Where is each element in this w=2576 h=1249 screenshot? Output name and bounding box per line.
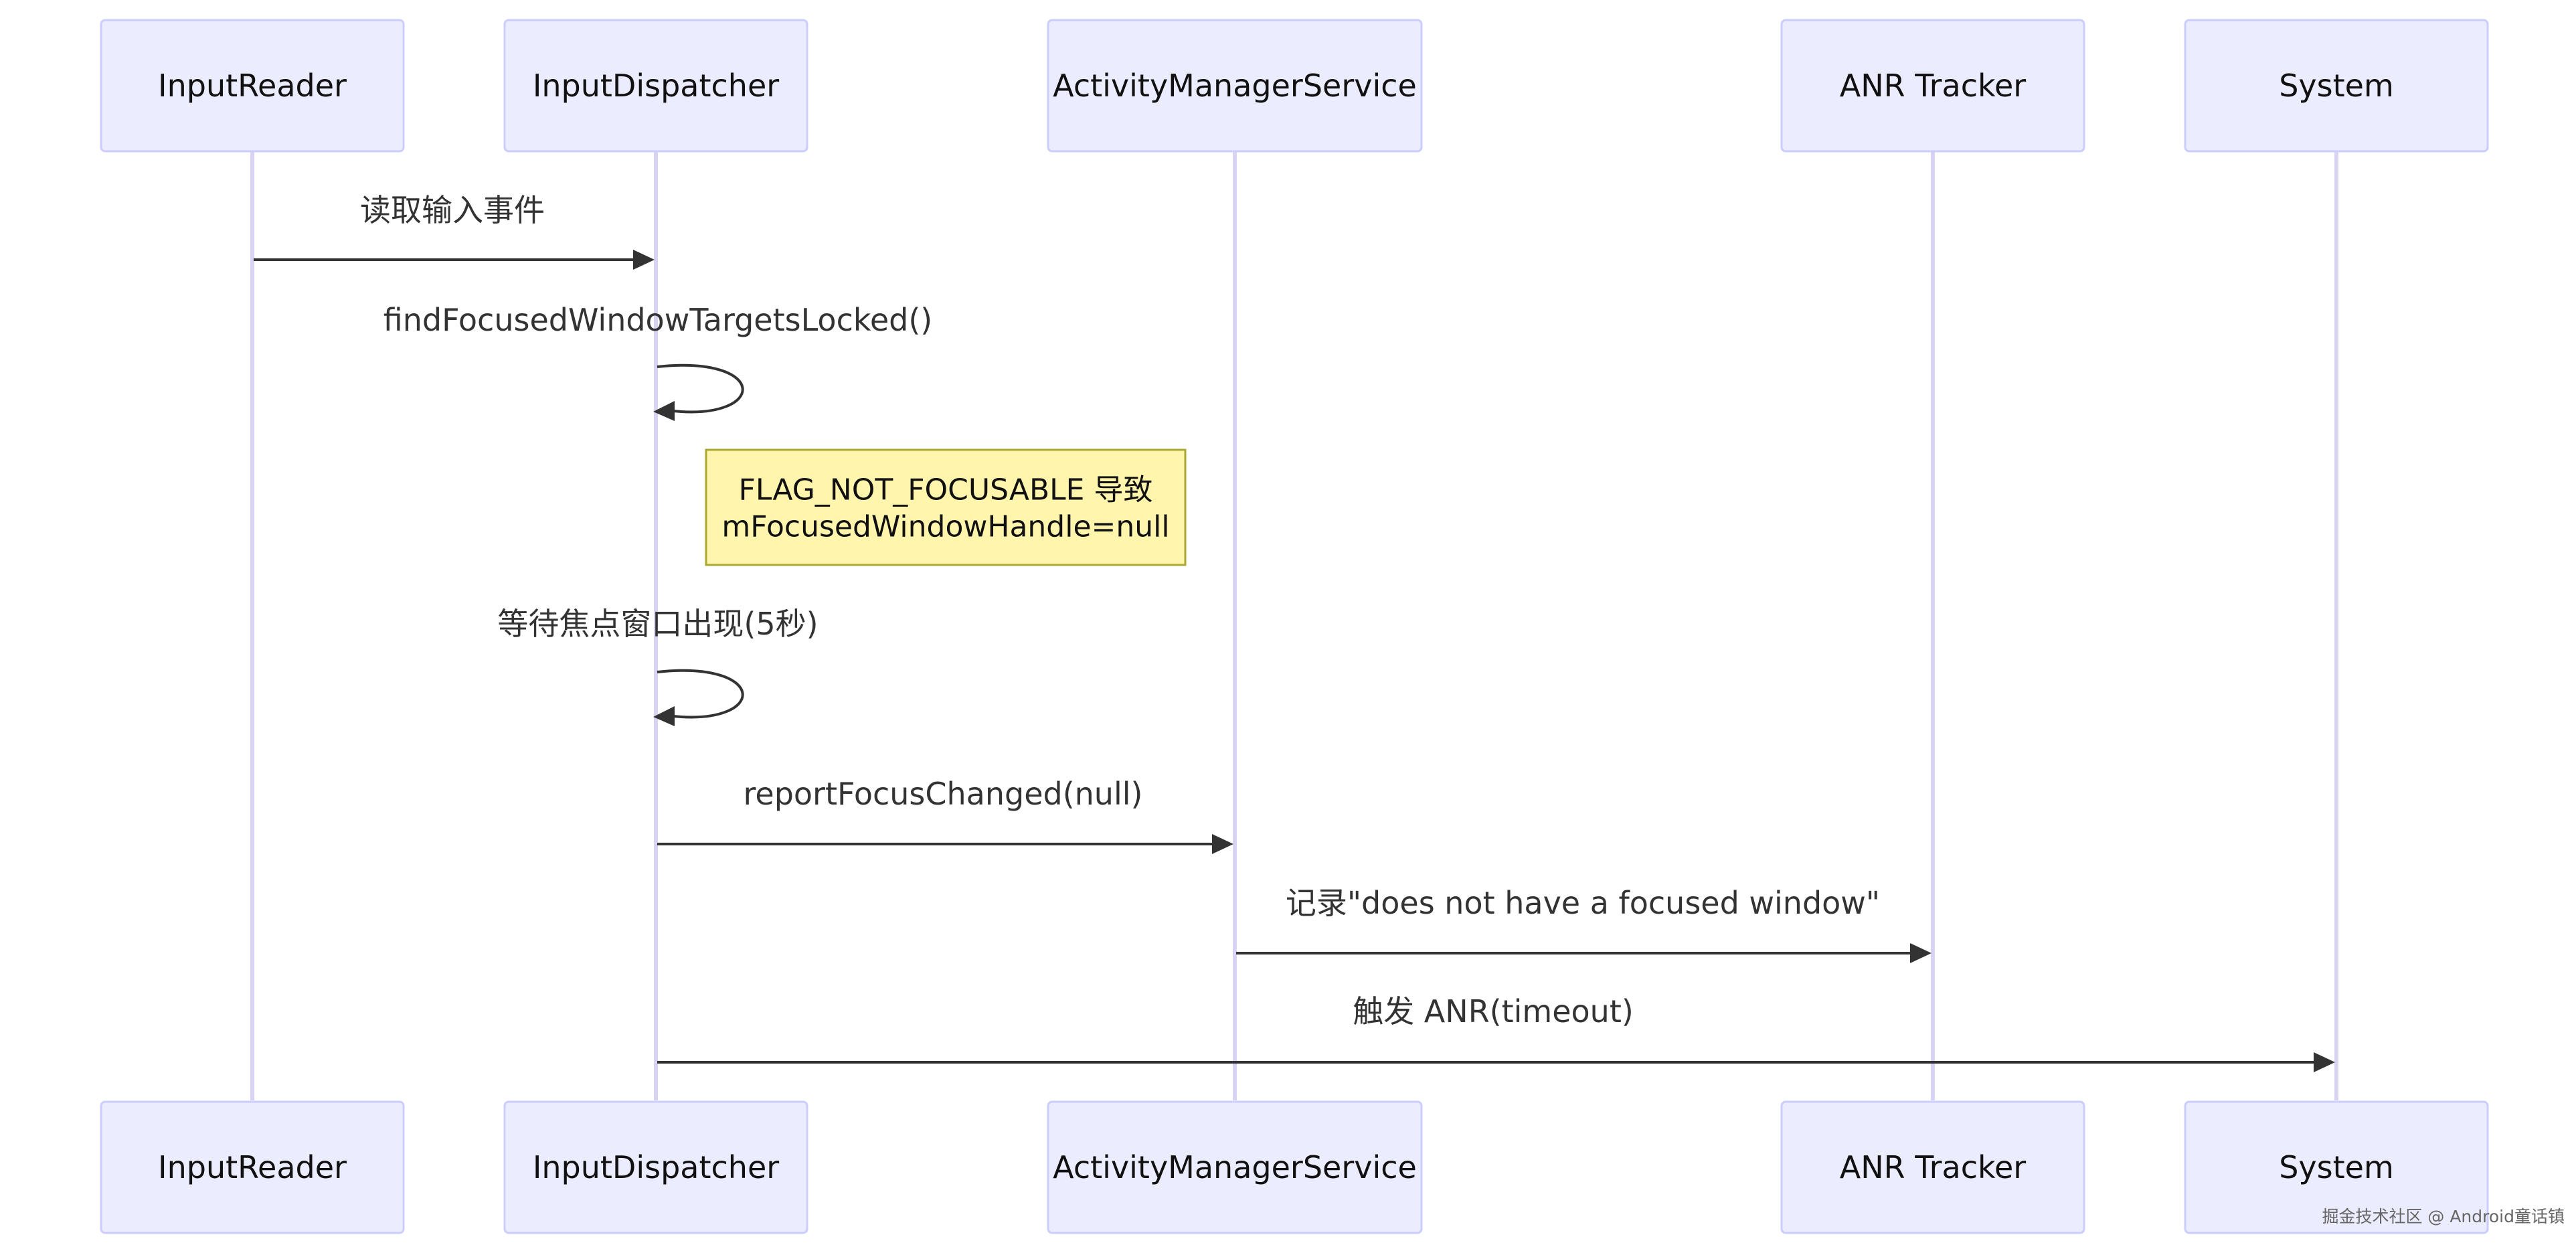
- actor-bottom-system: System: [2184, 1100, 2489, 1234]
- actor-top-input-dispatcher: InputDispatcher: [503, 19, 808, 153]
- actor-label: System: [2279, 68, 2394, 104]
- actor-label: System: [2279, 1149, 2394, 1185]
- message-record-no-focused-window: 记录"does not have a focused window": [1236, 885, 1931, 963]
- message-label: 读取输入事件: [360, 192, 545, 228]
- message-report-focus-changed: reportFocusChanged(null): [657, 776, 1233, 854]
- actor-box: [1047, 1100, 1423, 1234]
- actor-top-system: System: [2184, 19, 2489, 153]
- actor-label: InputReader: [158, 1149, 347, 1185]
- message-read-input-event: 读取输入事件: [254, 192, 655, 270]
- actor-label: ANR Tracker: [1840, 68, 2026, 104]
- actor-box: [503, 1100, 808, 1234]
- message-trigger-anr: 触发 ANR(timeout): [657, 993, 2335, 1072]
- arrowhead-icon: [653, 401, 675, 421]
- note-line-2: mFocusedWindowHandle=null: [721, 510, 1169, 544]
- actor-top-activity-manager-service: ActivityManagerService: [1047, 19, 1423, 153]
- actor-box: [2184, 19, 2489, 153]
- actor-box: [503, 19, 808, 153]
- actor-bottom-input-dispatcher: InputDispatcher: [503, 1100, 808, 1234]
- arrowhead-icon: [1910, 943, 1931, 963]
- arrowhead-icon: [2314, 1052, 2335, 1072]
- message-label: findFocusedWindowTargetsLocked(): [383, 302, 933, 338]
- message-wait-focused-window: 等待焦点窗口出现(5秒): [497, 606, 819, 726]
- actor-box: [1780, 1100, 2085, 1234]
- self-loop-arrow: [657, 363, 744, 414]
- actor-label: InputDispatcher: [533, 68, 779, 104]
- message-label: 等待焦点窗口出现(5秒): [497, 606, 818, 642]
- actor-bottom-input-reader: InputReader: [100, 1100, 405, 1234]
- actor-top-input-reader: InputReader: [100, 19, 405, 153]
- note-flag-not-focusable: FLAG_NOT_FOCUSABLE 导致 mFocusedWindowHand…: [705, 448, 1187, 566]
- actor-label: ANR Tracker: [1840, 1149, 2026, 1185]
- actor-box: [2184, 1100, 2489, 1234]
- actor-box: [1047, 19, 1423, 153]
- message-label: 记录"does not have a focused window": [1286, 885, 1880, 921]
- actor-box: [1780, 19, 2085, 153]
- actor-bottom-anr-tracker: ANR Tracker: [1780, 1100, 2085, 1234]
- arrowhead-icon: [1212, 834, 1233, 854]
- actor-label: InputReader: [158, 68, 347, 104]
- self-loop-arrow: [657, 669, 744, 719]
- arrowhead-icon: [653, 706, 675, 726]
- watermark: 掘金技术社区 @ Android童话镇: [2322, 1207, 2565, 1226]
- actor-box: [100, 19, 405, 153]
- actor-box: [100, 1100, 405, 1234]
- message-label: 触发 ANR(timeout): [1353, 993, 1634, 1029]
- note-box: [705, 448, 1187, 566]
- arrowhead-icon: [633, 250, 655, 270]
- actor-label: InputDispatcher: [533, 1149, 779, 1185]
- message-find-focused-window-targets: findFocusedWindowTargetsLocked(): [383, 302, 933, 421]
- actor-bottom-activity-manager-service: ActivityManagerService: [1047, 1100, 1423, 1234]
- actor-label: ActivityManagerService: [1053, 68, 1417, 104]
- actor-label: ActivityManagerService: [1053, 1149, 1417, 1185]
- actor-top-anr-tracker: ANR Tracker: [1780, 19, 2085, 153]
- note-line-1: FLAG_NOT_FOCUSABLE 导致: [739, 473, 1153, 507]
- message-label: reportFocusChanged(null): [744, 776, 1143, 812]
